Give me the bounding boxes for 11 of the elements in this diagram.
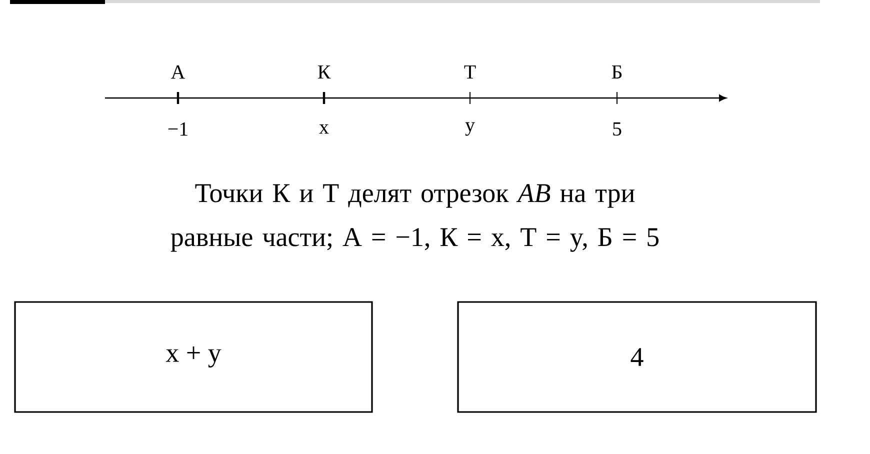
- label: Б: [612, 65, 622, 79]
- answer-box: 4: [457, 301, 817, 413]
- label: 5: [613, 122, 622, 136]
- label: y: [465, 122, 475, 136]
- label: x: [319, 124, 329, 134]
- label: −1: [168, 122, 188, 136]
- label: А: [170, 65, 186, 79]
- problem-text: Точки К и Т делят отрезок AB на три равные части; А = −1, К = x, Т = y, Б = 5: [170, 184, 659, 252]
- label: К: [318, 65, 331, 79]
- label: Т: [464, 65, 476, 79]
- answer-box: x + y: [14, 301, 373, 413]
